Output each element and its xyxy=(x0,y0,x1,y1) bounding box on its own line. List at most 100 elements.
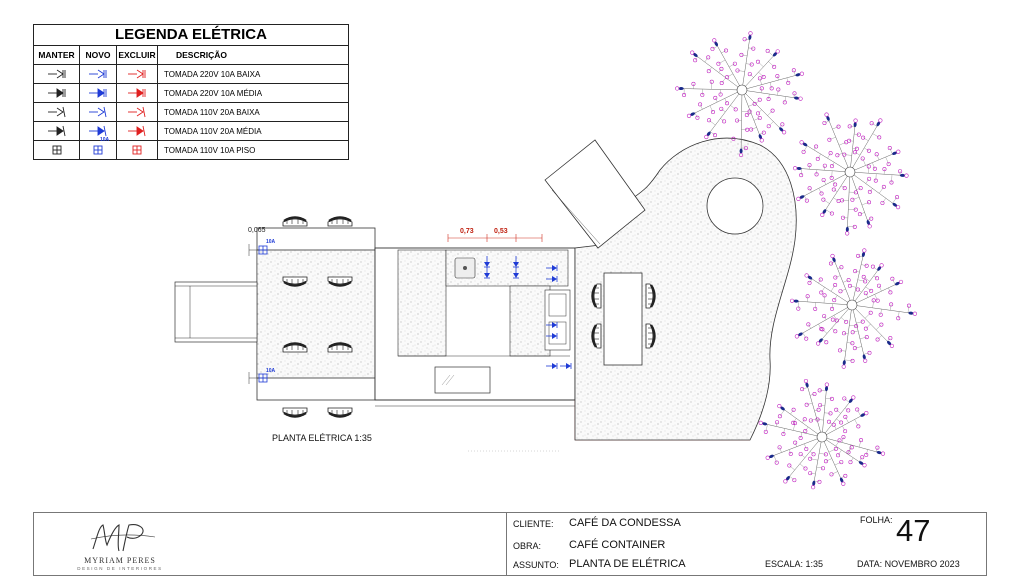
flower-icon xyxy=(738,152,744,158)
flower-icon xyxy=(792,166,798,171)
flower-icon xyxy=(822,293,827,298)
flower-icon xyxy=(845,231,850,236)
flower-icon xyxy=(804,402,809,407)
flower-icon xyxy=(846,408,851,413)
tree-trunk xyxy=(816,431,828,443)
flower-icon xyxy=(863,358,868,363)
flower-icon xyxy=(822,120,827,125)
title-block: MYRIAM PERES DESIGN DE INTERIORES CLIENT… xyxy=(33,512,987,576)
flower-icon xyxy=(810,485,816,490)
flower-icon xyxy=(798,96,803,101)
flower-icon xyxy=(856,253,861,258)
flower-icon xyxy=(851,395,856,400)
flower-icon xyxy=(828,411,833,416)
flower-icon xyxy=(862,463,867,468)
flower-icon xyxy=(788,451,793,456)
flower-icon xyxy=(864,452,869,457)
flower-icon xyxy=(836,199,841,204)
leaf-icon xyxy=(861,251,866,257)
flower-icon xyxy=(801,149,806,154)
leaf-icon xyxy=(853,121,857,128)
flower-icon xyxy=(841,435,846,440)
leaf-icon xyxy=(779,127,784,132)
flower-icon xyxy=(804,336,809,341)
flower-icon xyxy=(843,414,848,419)
legend-header-keep: MANTER xyxy=(34,46,80,64)
leaf-icon xyxy=(824,385,829,392)
flower-icon xyxy=(735,118,740,123)
sheet-label: FOLHA: xyxy=(860,515,893,525)
flower-icon xyxy=(859,438,864,443)
flower-icon xyxy=(719,106,724,111)
flower-icon xyxy=(853,190,858,195)
flower-icon xyxy=(867,200,872,205)
floor-plan-drawing: 10A 10A 0,065 xyxy=(174,31,918,490)
flower-icon xyxy=(876,283,881,288)
flower-icon xyxy=(867,224,872,229)
flower-icon xyxy=(841,364,846,369)
leaf-icon xyxy=(693,53,698,57)
legend-row: 10A TOMADA 110V 10A PISO xyxy=(34,137,348,159)
flower-icon xyxy=(821,466,826,471)
flower-icon xyxy=(706,55,711,60)
work-label: OBRA: xyxy=(513,541,542,551)
flower-icon xyxy=(842,186,847,191)
flower-icon xyxy=(690,50,695,55)
flower-icon xyxy=(895,195,900,200)
flower-icon xyxy=(828,261,833,266)
leaf-icon xyxy=(678,87,684,91)
logo-monogram-icon xyxy=(90,524,156,552)
leaf-icon xyxy=(805,382,809,388)
flower-icon xyxy=(798,452,803,457)
flower-icon xyxy=(846,450,851,455)
client-value: CAFÉ DA CONDESSA xyxy=(569,517,681,529)
flower-icon xyxy=(807,186,812,191)
leaf-icon xyxy=(793,299,799,303)
flower-icon xyxy=(700,92,705,97)
flower-icon xyxy=(817,479,822,484)
flower-icon xyxy=(755,111,760,116)
flower-icon xyxy=(813,306,818,311)
leaf-icon xyxy=(690,112,696,116)
flower-icon xyxy=(904,173,909,178)
flower-icon xyxy=(858,186,863,191)
flower-icon xyxy=(712,38,717,43)
flower-icon xyxy=(863,291,868,296)
flower-icon xyxy=(912,311,918,316)
leaf-icon xyxy=(899,173,906,177)
flower-icon xyxy=(725,101,730,106)
flower-icon xyxy=(850,330,855,335)
client-label: CLIENTE: xyxy=(513,519,554,529)
flower-icon xyxy=(769,86,774,91)
flower-icon xyxy=(846,278,851,283)
flower-icon xyxy=(866,164,871,169)
flower-icon xyxy=(781,432,786,437)
legend-row-description: TOMADA 220V 10A MÉDIA xyxy=(164,88,263,98)
flower-icon xyxy=(837,348,842,353)
flower-icon xyxy=(713,95,718,100)
flower-icon xyxy=(777,445,782,450)
leaf-icon xyxy=(908,311,914,315)
leaf-icon xyxy=(832,257,836,263)
flower-icon xyxy=(765,455,770,460)
flower-icon xyxy=(805,294,810,299)
flower-icon xyxy=(803,378,809,384)
legend-row-description: TOMADA 110V 10A PISO xyxy=(164,145,256,155)
flower-icon xyxy=(780,122,785,127)
flower-icon xyxy=(821,177,826,182)
flower-icon xyxy=(818,403,823,408)
flower-icon xyxy=(880,200,885,205)
flower-icon xyxy=(793,440,798,445)
flower-icon xyxy=(808,471,813,476)
floor-outlet-icon xyxy=(132,145,142,155)
tree-icon xyxy=(789,248,918,369)
flower-icon xyxy=(872,166,877,171)
date-label: DATA: NOVEMBRO 2023 xyxy=(857,559,960,569)
flower-icon xyxy=(842,152,847,157)
leaf-icon xyxy=(772,52,778,57)
tree-trunk xyxy=(844,166,856,178)
flower-icon xyxy=(875,276,880,281)
flower-icon xyxy=(735,68,740,73)
flower-icon xyxy=(759,138,764,143)
leaf-icon xyxy=(826,115,830,121)
